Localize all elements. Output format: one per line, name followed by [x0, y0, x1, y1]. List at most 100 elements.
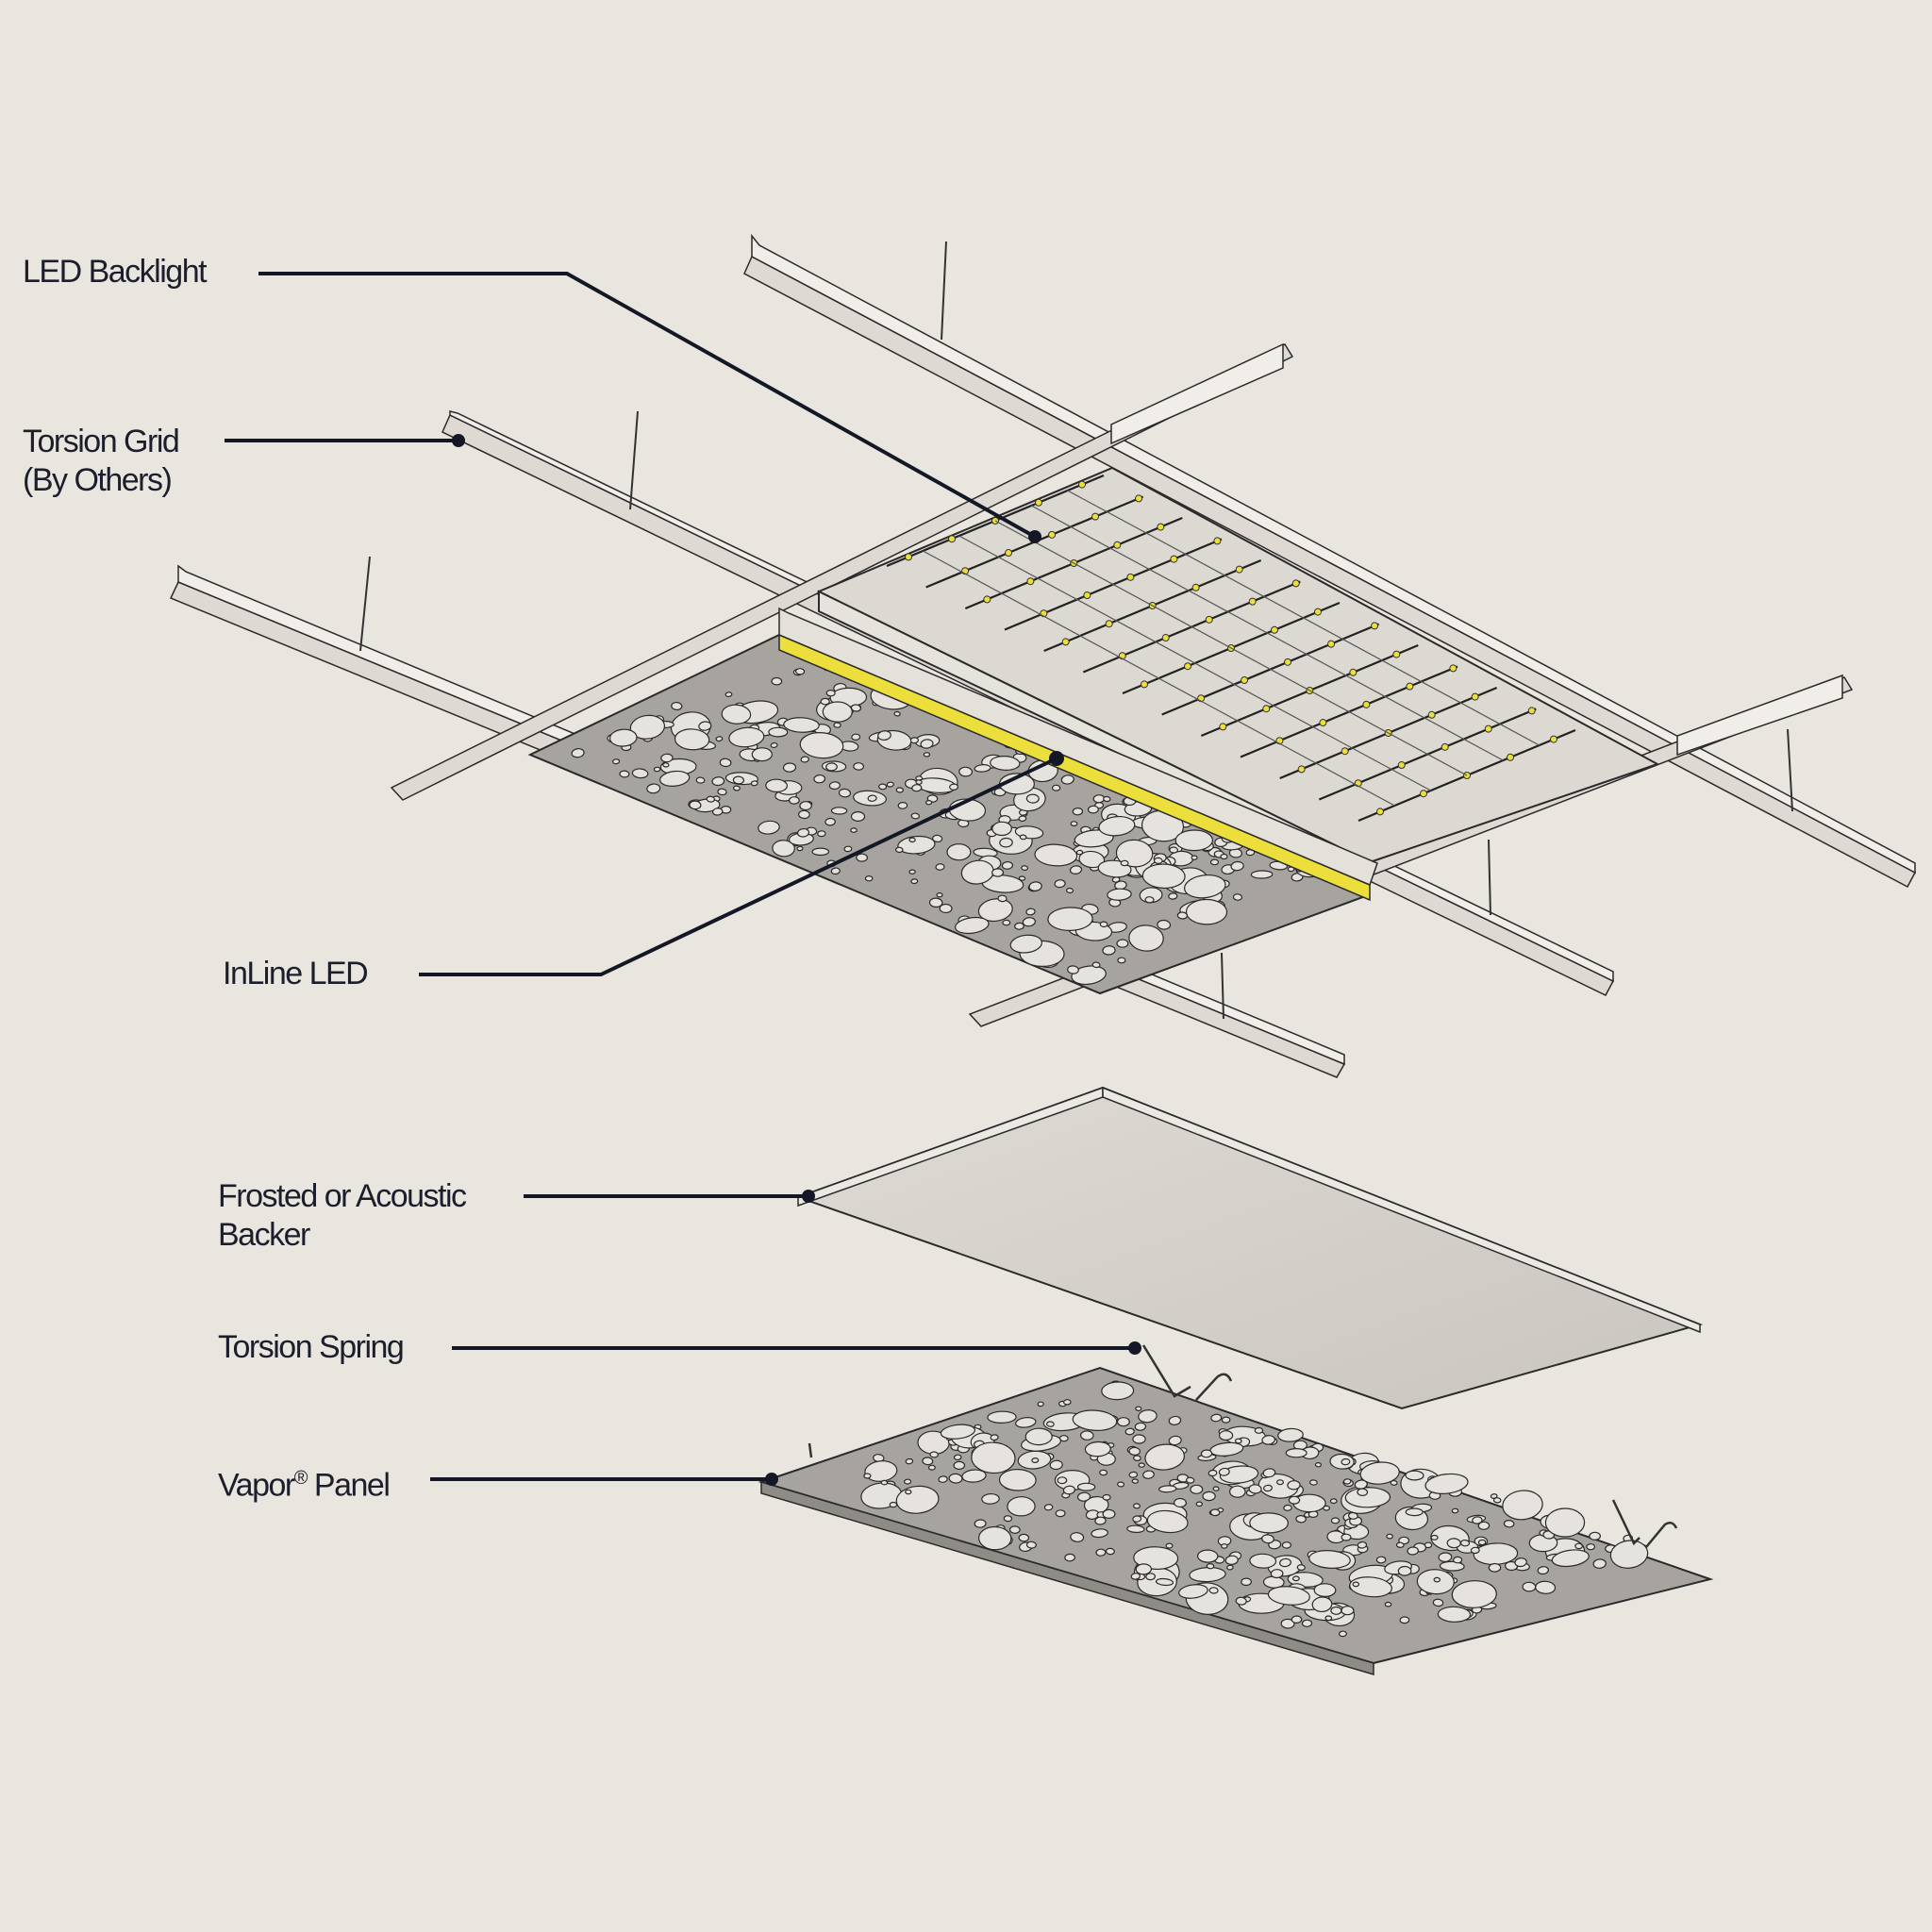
- hole: [1069, 865, 1083, 874]
- hole: [990, 1434, 999, 1441]
- hole: [1586, 1543, 1596, 1551]
- hole: [1133, 1503, 1141, 1509]
- hole: [851, 733, 861, 741]
- hole: [660, 753, 674, 763]
- hole: [1291, 1615, 1303, 1624]
- led-diode: [1078, 480, 1086, 489]
- hole: [783, 717, 820, 733]
- label-torsion-grid-line2: (By Others): [23, 462, 173, 498]
- led-diode: [1449, 664, 1457, 673]
- hole: [711, 776, 725, 787]
- hole: [915, 779, 923, 785]
- hole: [1055, 1509, 1066, 1518]
- hole: [1067, 965, 1079, 974]
- hole: [1405, 1470, 1424, 1481]
- hole: [1018, 875, 1026, 881]
- led-diode: [1170, 555, 1178, 563]
- led-diode: [1035, 498, 1042, 507]
- hole: [619, 770, 630, 778]
- hole: [1221, 1416, 1231, 1424]
- hole: [1241, 1577, 1252, 1587]
- hole: [1117, 957, 1126, 964]
- hole: [796, 827, 810, 838]
- hole: [1330, 1606, 1342, 1615]
- hole: [825, 689, 836, 697]
- hole: [1054, 879, 1066, 889]
- hole: [1091, 961, 1101, 969]
- hole: [1184, 874, 1226, 899]
- hole: [609, 728, 638, 747]
- backlight-divider: [1067, 490, 1540, 746]
- hole: [1153, 857, 1163, 865]
- hole: [1063, 1399, 1072, 1406]
- hole: [1120, 859, 1129, 867]
- hole: [1102, 945, 1116, 956]
- led-diode: [1091, 512, 1100, 521]
- hole: [1076, 1491, 1091, 1502]
- hole: [1070, 1532, 1085, 1542]
- hole: [1072, 807, 1084, 816]
- hole: [662, 762, 670, 768]
- led-diode: [1314, 608, 1322, 616]
- label-inline-led: InLine LED: [223, 956, 369, 991]
- callout-dot: [802, 1190, 815, 1203]
- hole: [711, 808, 724, 816]
- hole: [1589, 1531, 1601, 1541]
- label-vapor-panel: Vapor® Panel: [218, 1459, 391, 1505]
- hole: [800, 756, 809, 763]
- hole: [977, 898, 1013, 923]
- hole: [1357, 1541, 1368, 1549]
- hole: [1144, 896, 1155, 904]
- hole: [981, 1492, 1000, 1505]
- hole: [1071, 965, 1107, 986]
- led-diode: [905, 553, 912, 561]
- hole: [1015, 1417, 1037, 1428]
- hole: [719, 758, 732, 768]
- led-diode: [1371, 622, 1379, 630]
- registered-mark: ®: [293, 1468, 308, 1489]
- hole: [1295, 1514, 1307, 1524]
- hole: [1075, 849, 1084, 856]
- hole: [1115, 839, 1154, 868]
- hole: [732, 785, 741, 791]
- hole: [1185, 898, 1228, 925]
- vapor-panel: [758, 1344, 1714, 1676]
- hole: [1091, 1528, 1108, 1539]
- hole: [833, 722, 841, 728]
- hole: [1144, 1443, 1186, 1471]
- hole: [1070, 821, 1078, 827]
- hole: [1099, 921, 1108, 928]
- hole: [1174, 1497, 1187, 1508]
- callout-dot: [1128, 1341, 1141, 1355]
- hole: [911, 784, 923, 792]
- hole: [922, 1457, 934, 1466]
- hole: [1437, 1606, 1472, 1623]
- hole: [1344, 1487, 1391, 1508]
- hole: [1037, 1401, 1044, 1407]
- hole: [1057, 1476, 1068, 1485]
- hole: [1339, 1630, 1347, 1638]
- hole: [1430, 1534, 1439, 1541]
- hole: [653, 766, 661, 773]
- led-diode: [1550, 735, 1557, 743]
- hole: [706, 795, 715, 803]
- label-torsion-grid-line1: Torsion Grid: [23, 424, 180, 459]
- hole: [878, 783, 888, 791]
- hole: [1375, 1556, 1387, 1564]
- led-diode: [1048, 530, 1057, 539]
- hole: [1226, 1564, 1234, 1571]
- hole: [1235, 1596, 1247, 1606]
- hole: [948, 1473, 963, 1484]
- hole: [974, 764, 991, 773]
- hole: [1060, 774, 1074, 785]
- callout-dot: [1049, 751, 1064, 766]
- label-torsion-grid: Torsion Grid (By Others): [23, 423, 180, 500]
- hole: [1424, 1473, 1469, 1494]
- hole: [955, 916, 990, 935]
- led-diode: [1135, 494, 1143, 503]
- backlight-divider: [1031, 505, 1504, 761]
- hole: [1169, 846, 1178, 854]
- hole: [1250, 870, 1274, 879]
- label-led-backlight: LED Backlight: [23, 254, 208, 290]
- hole: [1078, 850, 1106, 869]
